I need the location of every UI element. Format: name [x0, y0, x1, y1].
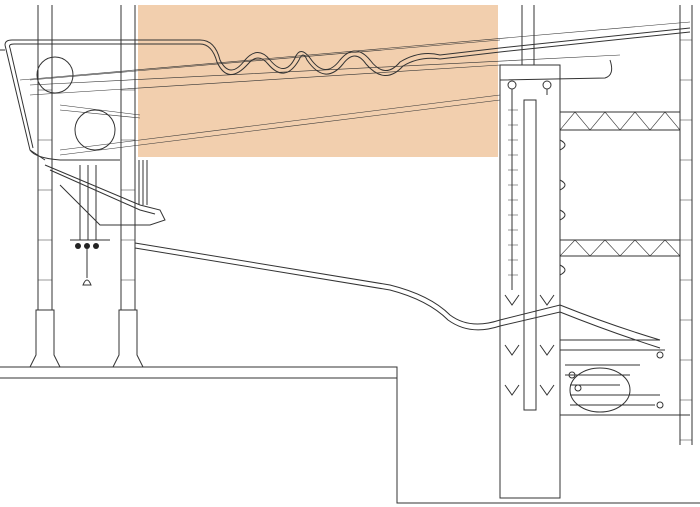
middle-truss [559, 239, 681, 257]
ground-platform [0, 366, 700, 504]
wavy-track [0, 27, 691, 161]
weight-ball [84, 243, 90, 249]
rail-lines [19, 21, 691, 156]
central-column [499, 5, 561, 499]
weight-ball [75, 243, 81, 249]
upper-truss [559, 111, 681, 131]
left-mechanism [29, 56, 166, 286]
left-tower-a [29, 5, 61, 368]
right-tower [679, 5, 693, 445]
highlighted-region [138, 5, 498, 157]
weight-ball [93, 243, 99, 249]
lower-track [134, 242, 661, 349]
side-loops [559, 139, 566, 276]
lower-spiral [560, 339, 690, 416]
